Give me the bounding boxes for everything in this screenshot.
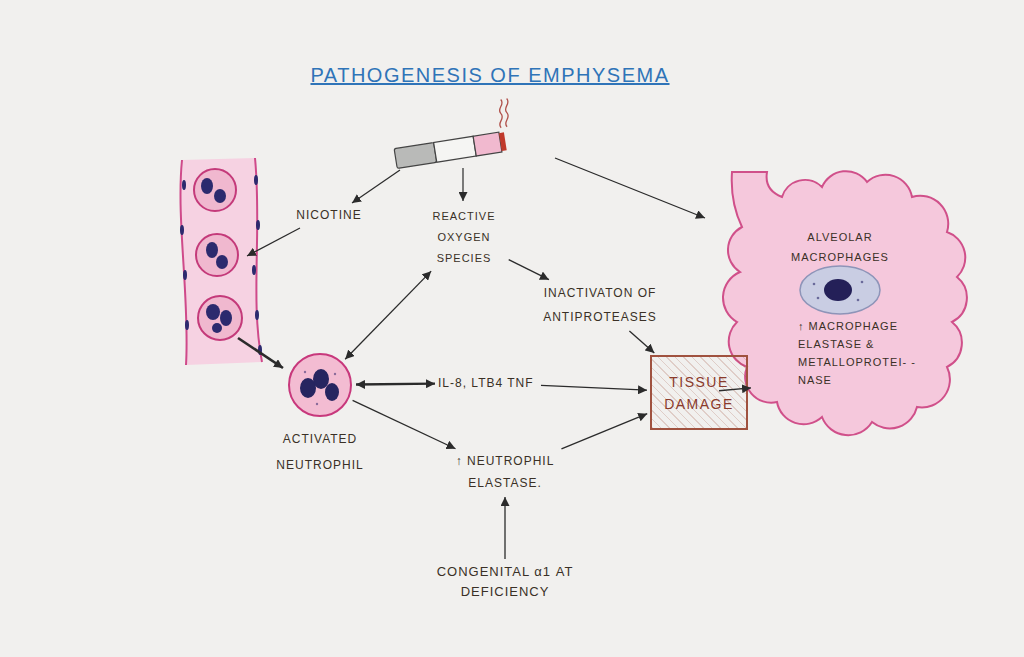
macrophage-nucleus <box>824 279 852 301</box>
neutrophil-node: ACTIVATED NEUTROPHIL <box>287 352 353 418</box>
arrow-connector <box>504 497 505 559</box>
arrow-connector <box>541 385 647 390</box>
vessel-wall <box>180 160 186 365</box>
alveolus <box>722 172 962 427</box>
neutrophil-cell <box>287 352 353 418</box>
cigarette-arrow <box>352 170 400 203</box>
node-label: CONGENITAL α1 AT DEFICIENCY <box>420 562 590 602</box>
arrow-connector <box>719 388 751 391</box>
vessel-wall <box>255 158 262 362</box>
nucleus-lobe <box>313 369 329 389</box>
nicotine-arrow <box>247 228 300 256</box>
cigarette-arrow <box>555 158 705 218</box>
node-heading: ACTIVATED NEUTROPHIL <box>262 426 378 478</box>
blood-neutrophil <box>194 169 236 211</box>
label-node: INACTIVATON OF ANTIPROTEASES <box>520 281 680 329</box>
node-label: INACTIVATON OF ANTIPROTEASES <box>520 281 680 329</box>
node-body: ↑ MACROPHAGE ELASTASE & METALLOPROTEI- -… <box>798 317 938 389</box>
label-node: REACTIVE OXYGEN SPECIES <box>422 206 506 269</box>
label-node: CONGENITAL α1 AT DEFICIENCY <box>420 562 590 602</box>
endothelial-nuclei <box>180 175 262 355</box>
label-node: NICOTINE <box>283 206 375 224</box>
nucleus-lobe <box>325 383 339 401</box>
arrow-connector <box>561 414 647 449</box>
arrow-connector <box>356 382 435 385</box>
node-label: ↑ NEUTROPHIL ELASTASE. <box>445 450 565 494</box>
blood-neutrophil <box>196 234 238 276</box>
node-label: TISSUE DAMAGE <box>656 371 742 415</box>
label-node: ↑ NEUTROPHIL ELASTASE. <box>445 450 565 494</box>
arrow-connector <box>509 260 549 280</box>
cigarette <box>389 98 516 168</box>
cigarette-arrow <box>462 168 463 201</box>
diagram-title: PATHOGENESIS OF EMPHYSEMA <box>280 64 700 87</box>
outcome-box: TISSUE DAMAGE <box>650 355 748 430</box>
cell-membrane <box>289 354 351 416</box>
alveolus-node: ALVEOLAR MACROPHAGES ↑ MACROPHAGE ELASTAS… <box>722 172 962 427</box>
arrow-connector <box>353 400 456 448</box>
node-label: NICOTINE <box>283 206 375 224</box>
arrow-connector <box>345 271 431 359</box>
node-label: IL-8, LTB4 TNF <box>438 372 538 394</box>
blood-vessel <box>180 158 262 365</box>
alveolar-outline <box>723 171 967 435</box>
node-label: REACTIVE OXYGEN SPECIES <box>422 206 506 269</box>
blood-neutrophil <box>198 296 242 340</box>
label-node: IL-8, LTB4 TNF <box>438 372 538 394</box>
migration-arrow <box>238 338 283 368</box>
node-heading: ALVEOLAR MACROPHAGES <box>778 227 902 267</box>
macrophage-cell <box>800 266 880 314</box>
arrow-connector <box>629 331 654 353</box>
